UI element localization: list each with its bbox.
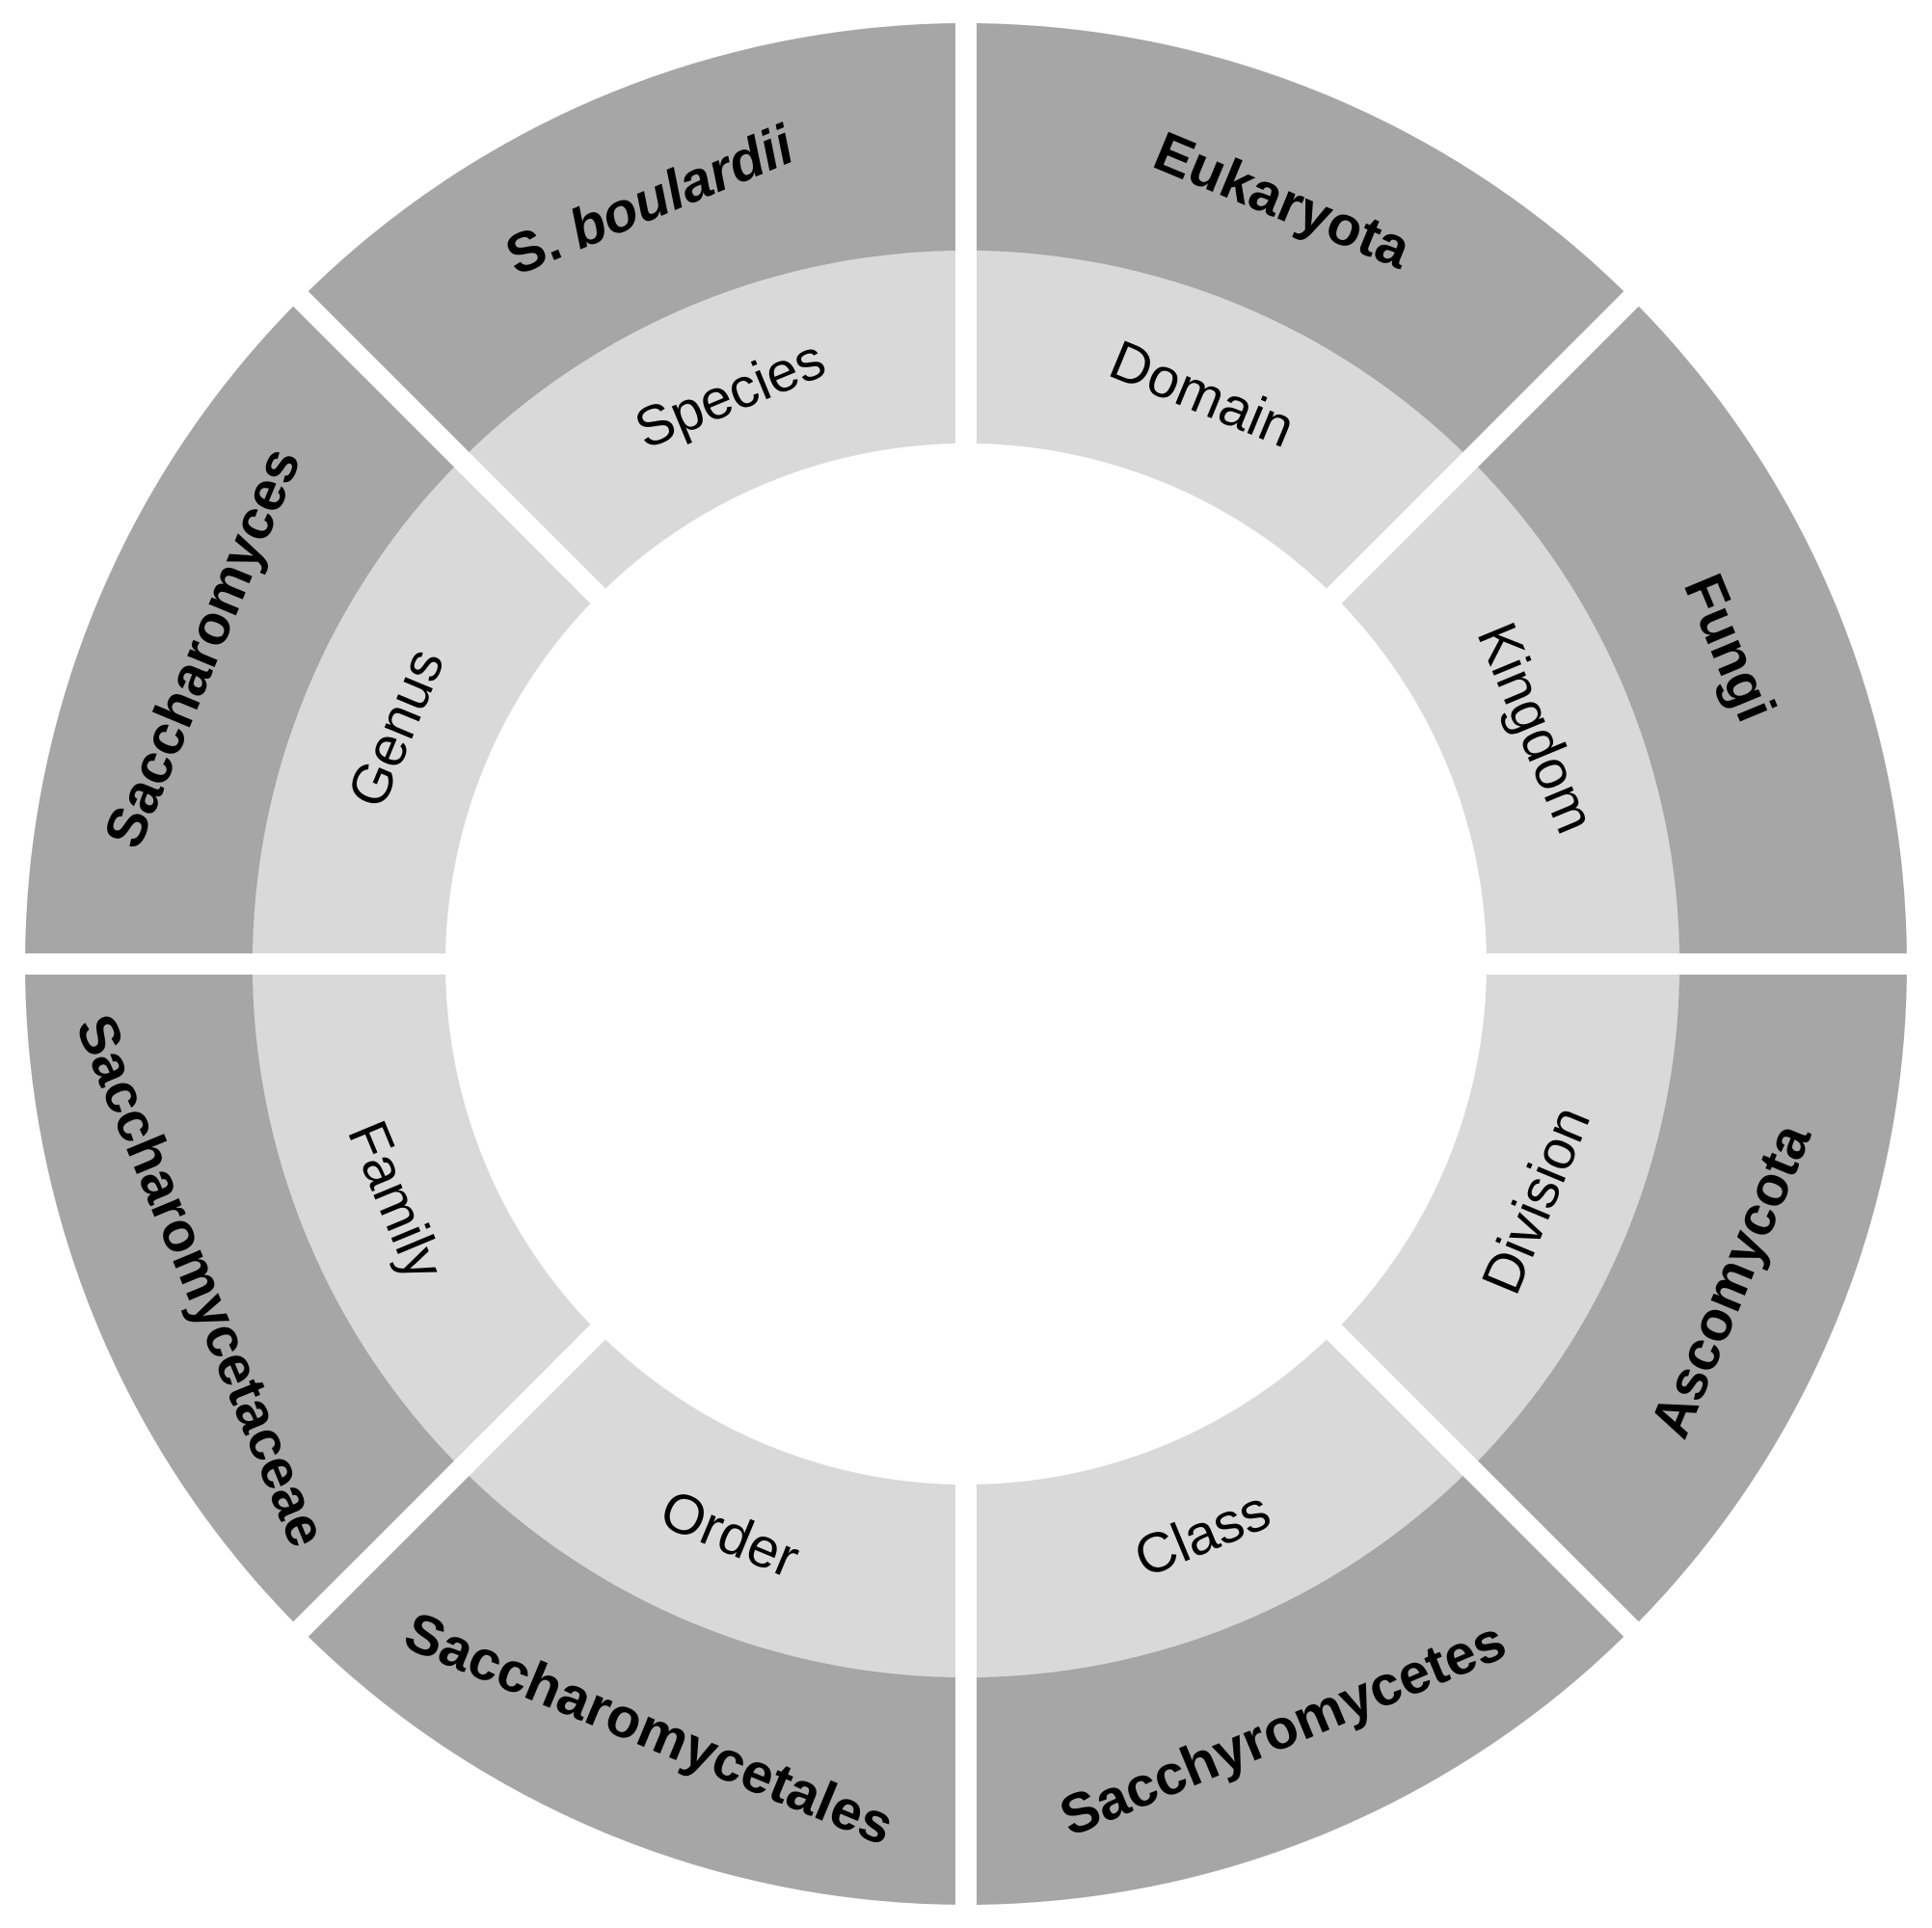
divider-line xyxy=(286,284,609,607)
inner-segment-domain xyxy=(966,251,1471,597)
inner-segment-family xyxy=(253,964,599,1469)
segment-dividers xyxy=(15,13,1917,1915)
outer-segment-species xyxy=(300,23,966,460)
inner-segment-class xyxy=(966,1331,1471,1677)
outer-segment-domain xyxy=(966,23,1632,460)
outer-segment-class xyxy=(966,1468,1632,1905)
divider-line xyxy=(1323,1321,1646,1644)
inner-segment-division xyxy=(1333,964,1679,1469)
ring-segments xyxy=(25,23,1907,1905)
outer-segment-genus xyxy=(25,298,462,964)
inner-segment-species xyxy=(461,251,966,597)
outer-segment-division xyxy=(1470,964,1907,1630)
outer-segment-kingdom xyxy=(1470,298,1907,964)
outer-segment-order xyxy=(300,1468,966,1905)
inner-segment-kingdom xyxy=(1333,459,1679,964)
inner-segment-order xyxy=(461,1331,966,1677)
divider-line xyxy=(1323,284,1646,607)
outer-segment-family xyxy=(25,964,462,1630)
inner-segment-genus xyxy=(253,459,599,964)
divider-line xyxy=(286,1321,609,1644)
